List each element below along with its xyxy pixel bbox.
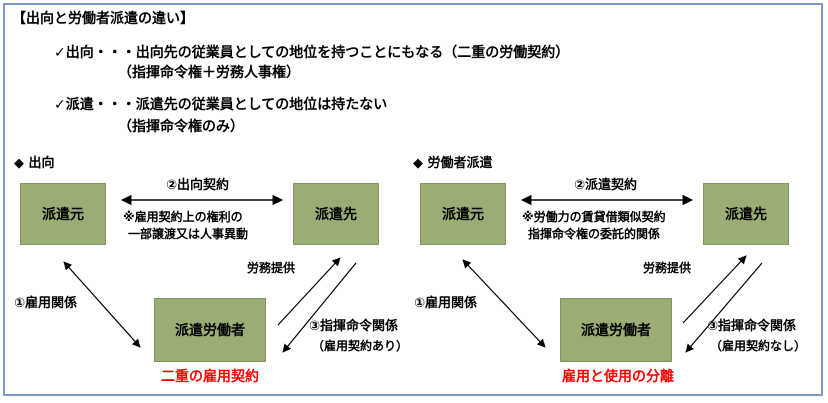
right-heading: ◆ 労働者派遣 [413,156,493,171]
right-command-line-1: ③指揮命令関係 [707,319,797,334]
left-contract-label: ②出向契約 [166,178,230,193]
left-command-line-2: （雇用契約あり） [312,339,409,353]
left-result-label: 二重の雇用契約 [161,369,259,385]
left-command-arrow [282,262,357,353]
right-labor-label: 労務提供 [643,261,692,275]
right-dest-box: 派遣先 [703,183,789,245]
left-source-label: 派遣元 [42,207,84,223]
left-note-line-2: 一部譲渡又は人事異動 [128,227,249,241]
left-worker-box: 派遣労働者 [154,298,266,362]
right-employment-label: ①雇用関係 [414,296,478,311]
left-source-box: 派遣元 [20,183,106,245]
right-source-box: 派遣元 [420,183,506,245]
right-note-line-1: ※労働力の賃貸借類似契約 [522,210,666,224]
point-2-line-1: ✓派遣・・・派遣先の従業員としての地位は持たない [54,97,388,113]
point-2-line-2: （指揮命令権のみ） [118,119,244,135]
right-worker-label: 派遣労働者 [581,323,651,339]
right-worker-box: 派遣労働者 [560,298,672,362]
left-labor-arrow [277,257,341,326]
left-dest-box: 派遣先 [293,183,379,245]
right-note-line-2: 指揮命令権の委託的関係 [528,227,661,241]
left-employment-arrow [63,261,141,348]
right-source-label: 派遣元 [442,207,484,223]
point-1-line-2: （指揮命令権＋労務人事権） [118,65,300,81]
left-worker-label: 派遣労働者 [175,323,245,339]
left-command-line-1: ③指揮命令関係 [309,319,399,334]
left-employment-label: ①雇用関係 [14,296,78,311]
right-employment-arrow [462,259,546,348]
page-title: 【出向と労働者派遣の違い】 [12,11,194,27]
left-note-line-1: ※雇用契約上の権利の [123,210,243,224]
right-contract-label: ②派遣契約 [574,178,638,193]
left-heading: ◆ 出向 [14,156,55,171]
right-result-label: 雇用と使用の分離 [562,369,674,385]
left-dest-label: 派遣先 [315,207,357,223]
right-labor-arrow [682,255,747,324]
left-labor-label: 労務提供 [247,261,296,275]
right-command-line-2: （雇用契約なし） [710,339,807,353]
right-dest-label: 派遣先 [725,207,767,223]
right-command-arrow [685,262,763,353]
point-1-line-1: ✓出向・・・出向先の従業員としての地位を持つことにもなる（二重の労働契約） [54,45,570,61]
